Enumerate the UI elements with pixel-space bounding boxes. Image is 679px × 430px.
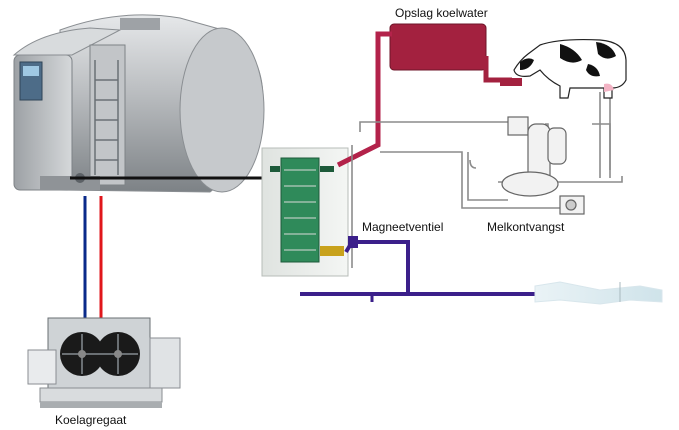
label-solenoid-valve: Magneetventiel <box>362 220 444 234</box>
plate-cooler <box>261 147 349 277</box>
cow <box>513 38 627 99</box>
label-cooling-water-storage: Opslag koelwater <box>395 6 488 20</box>
label-milk-receiver: Melkontvangst <box>487 220 565 234</box>
cooling-water-storage <box>389 23 522 86</box>
brass-fitting <box>320 246 344 256</box>
solenoid-valve <box>348 236 358 248</box>
ladder <box>94 60 119 175</box>
milk-tank <box>12 14 265 193</box>
label-cooling-unit: Koelagregaat <box>55 413 127 427</box>
cooling-unit <box>27 317 181 408</box>
cooling-water-pipe-red <box>336 31 392 168</box>
milk-receiver <box>501 116 585 215</box>
water-outflow <box>534 281 663 305</box>
